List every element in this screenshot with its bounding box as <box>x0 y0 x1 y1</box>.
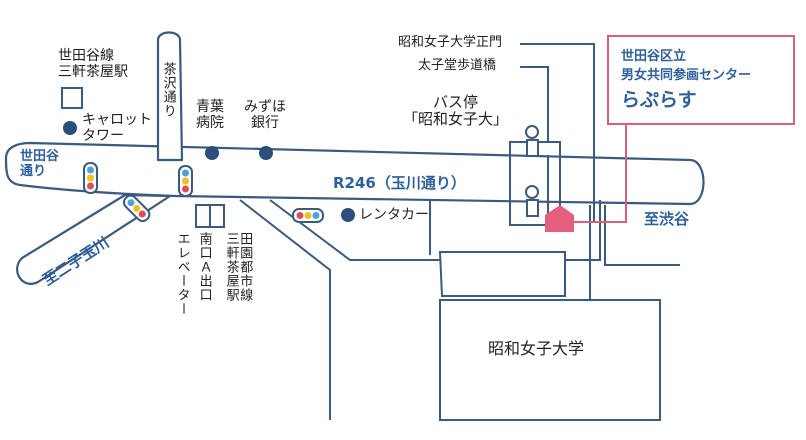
label-elevator: エレベーター <box>174 232 190 316</box>
traffic-light-icon <box>292 208 324 223</box>
traffic-light-icon <box>83 162 98 194</box>
exit-a-box <box>209 204 225 228</box>
landmark-dot-icon <box>259 146 273 160</box>
landmark-dot-icon <box>63 121 77 135</box>
callout-connector <box>572 125 627 223</box>
leader-taishido-bridge <box>520 66 549 142</box>
label-mizuho-bank: みずほ 銀行 <box>244 99 286 132</box>
label-showa-main-gate: 昭和女子大学正門 <box>398 35 503 50</box>
destination-callout: 世田谷区立 男女共同参画センター らぷらす <box>607 35 795 125</box>
road-right <box>589 205 680 300</box>
traffic-light-icon <box>122 194 151 223</box>
elevator-box <box>195 204 211 228</box>
traffic-light-icon <box>178 165 193 197</box>
landmark-dot-icon <box>341 208 355 222</box>
leader-main-gate <box>520 43 595 222</box>
landmark-dot-icon <box>205 146 219 160</box>
label-denentoshi-line: 田園都市線 三軒茶屋駅 <box>223 232 253 302</box>
destination-marker-icon <box>545 205 574 232</box>
university-main <box>439 299 661 421</box>
label-chazawa-dori: 茶沢通り <box>160 62 176 118</box>
station-square-icon <box>61 87 83 109</box>
label-carrot-tower: キャロット タワー <box>82 112 152 145</box>
label-rental-car: レンタカー <box>359 207 429 223</box>
label-taishido-bridge: 太子堂歩道橋 <box>418 58 497 73</box>
callout-line-1: 世田谷区立 <box>621 49 687 64</box>
label-south-exit-a: 南口Ａ出口 <box>196 232 212 302</box>
label-bus-stop: バス停 「昭和女子大」 <box>403 93 509 129</box>
label-showa-university: 昭和女子大学 <box>488 339 585 358</box>
callout-line-2: 男女共同参画センター <box>621 68 752 83</box>
label-setagaya-dori: 世田谷 通り <box>20 149 60 179</box>
label-to-shibuya: 至渋谷 <box>644 210 690 228</box>
university-block <box>438 251 566 297</box>
label-r246: R246（玉川通り） <box>333 174 466 192</box>
pedestrian-icon <box>525 125 539 217</box>
label-aoba-hospital: 青葉 病院 <box>196 99 224 132</box>
label-setagaya-line-station: 世田谷線 三軒茶屋駅 <box>58 48 128 81</box>
callout-line-3: らぷらす <box>621 89 697 111</box>
road-to-futakotamagawa <box>16 193 172 285</box>
road-chazawa-dori <box>156 31 184 162</box>
